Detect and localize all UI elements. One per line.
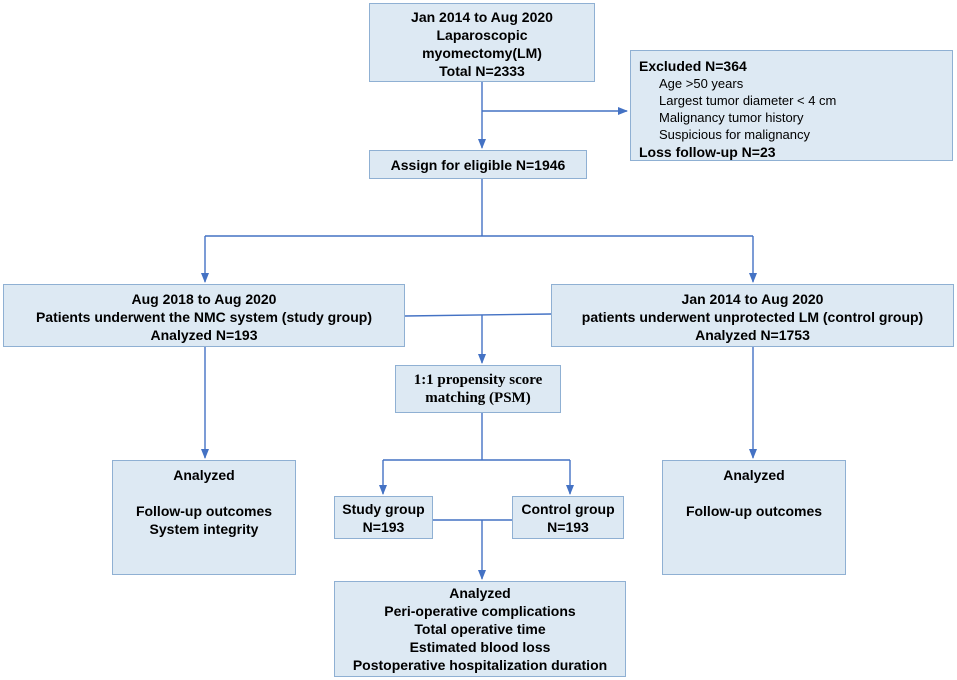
final-item: Peri-operative complications	[384, 603, 576, 619]
line-groups-join	[404, 313, 552, 317]
study-small-line-2: N=193	[362, 518, 405, 535]
left-analyzed-title: Analyzed	[173, 467, 235, 483]
right-analyzed-title: Analyzed	[723, 467, 785, 483]
left-analyzed-item: Follow-up outcomes	[135, 503, 273, 519]
final-item: Total operative time	[414, 621, 546, 637]
study-group-small-box: Study group N=193	[334, 496, 433, 539]
study-group-box: Aug 2018 to Aug 2020 Patients underwent …	[3, 284, 405, 347]
assign-text: Assign for eligible N=1946	[390, 156, 566, 173]
final-title: Analyzed	[449, 585, 511, 601]
control-small-line-1: Control group	[521, 500, 615, 517]
assign-eligible-box: Assign for eligible N=1946	[369, 150, 587, 179]
start-line-3: myomectomy(LM)	[422, 45, 542, 61]
control-group-line-2: patients underwent unprotected LM (contr…	[581, 309, 924, 325]
study-small-line-1: Study group	[342, 500, 425, 517]
final-item: Postoperative hospitalization duration	[352, 657, 608, 673]
right-analyzed-item: Follow-up outcomes	[685, 503, 823, 519]
start-line-2: Laparoscopic	[436, 27, 528, 43]
excluded-item: Largest tumor diameter < 4 cm	[659, 93, 837, 108]
control-group-line-1: Jan 2014 to Aug 2020	[681, 291, 824, 307]
control-group-line-3: Analyzed N=1753	[695, 327, 810, 343]
start-line-1: Jan 2014 to Aug 2020	[411, 9, 553, 25]
loss-follow-up: Loss follow-up N=23	[639, 144, 776, 160]
control-group-box: Jan 2014 to Aug 2020 patients underwent …	[551, 284, 954, 347]
psm-line-1: 1:1 propensity score	[413, 372, 543, 388]
control-group-small-box: Control group N=193	[512, 496, 624, 539]
final-item: Estimated blood loss	[409, 639, 551, 655]
total-population-box: Jan 2014 to Aug 2020 Laparoscopic myomec…	[369, 3, 595, 82]
excluded-item: Age >50 years	[659, 76, 744, 91]
psm-box: 1:1 propensity score matching (PSM)	[395, 365, 561, 413]
excluded-item: Suspicious for malignancy	[659, 127, 811, 142]
study-group-line-1: Aug 2018 to Aug 2020	[131, 291, 277, 307]
excluded-title: Excluded N=364	[639, 58, 747, 74]
excluded-box: Excluded N=364 Age >50 years Largest tum…	[630, 50, 953, 161]
left-analyzed-item: System integrity	[149, 521, 259, 537]
right-analyzed-box: Analyzed Follow-up outcomes	[662, 460, 846, 575]
final-analyzed-box: Analyzed Peri-operative complications To…	[334, 581, 626, 677]
left-analyzed-box: Analyzed Follow-up outcomes System integ…	[112, 460, 296, 575]
start-line-4: Total N=2333	[439, 63, 525, 79]
study-group-line-2: Patients underwent the NMC system (study…	[35, 309, 373, 325]
excluded-item: Malignancy tumor history	[659, 110, 804, 125]
control-small-line-2: N=193	[547, 518, 589, 535]
psm-line-2: matching (PSM)	[425, 390, 531, 406]
study-group-line-3: Analyzed N=193	[150, 327, 258, 343]
